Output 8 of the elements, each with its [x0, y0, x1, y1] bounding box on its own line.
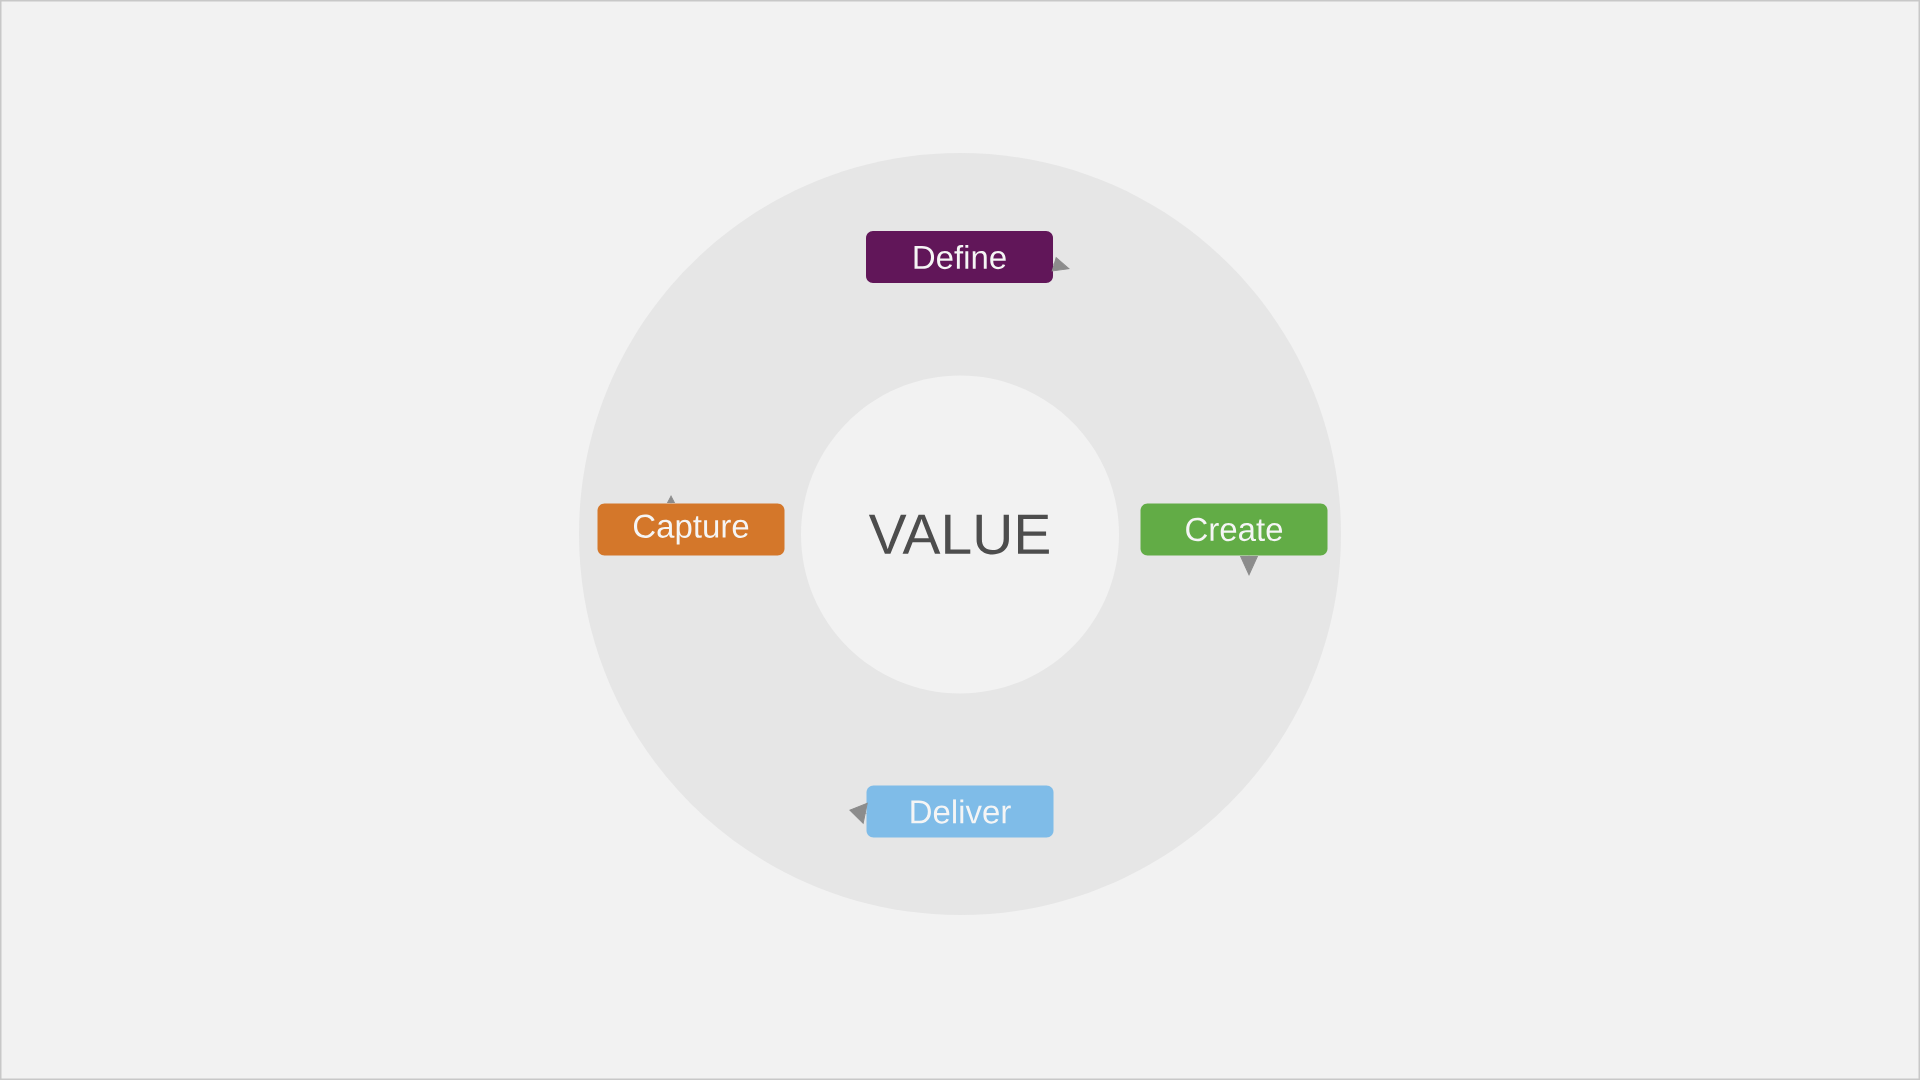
stage-box: Define: [866, 231, 1053, 283]
stage-box: Capture: [597, 503, 785, 556]
stage-box: Deliver: [866, 785, 1054, 838]
arrow: [849, 802, 868, 824]
arrow: [667, 495, 675, 504]
stage-box: Create: [1140, 503, 1328, 556]
arrow: [1051, 257, 1070, 272]
arrow: [1240, 555, 1258, 576]
